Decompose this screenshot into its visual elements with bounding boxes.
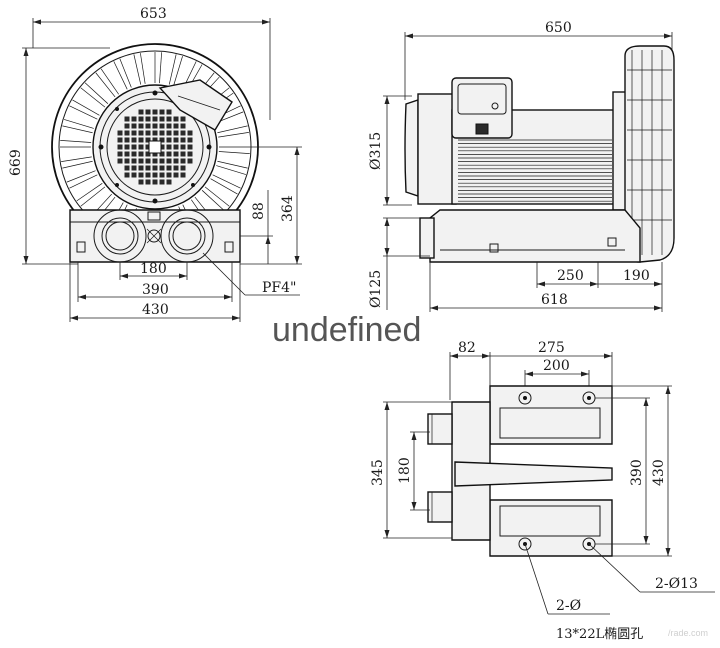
side-view: 650 Ø315 Ø125 (368, 20, 675, 312)
dim-base-length: 618 (541, 292, 568, 308)
dim-base-inner: 390 (142, 282, 169, 298)
dim-port-offset: 82 (458, 340, 476, 356)
callout-holes: 2-Ø13 (655, 576, 698, 592)
corner-watermark: /rade.com (668, 628, 708, 638)
dim-base-height: 88 (251, 202, 267, 220)
side-terminal-box (451, 77, 513, 139)
dim-side-length: 650 (545, 20, 572, 36)
dim-foot-span: 250 (557, 268, 584, 284)
dim-front-height: 669 (8, 149, 24, 176)
callout-slot-count: 2-Ø (556, 598, 581, 614)
watermark-text: undefined (272, 311, 421, 349)
dim-bottom-port-spacing: 180 (397, 457, 413, 484)
dim-center-height: 364 (280, 195, 296, 222)
dim-base-outer: 430 (142, 302, 169, 318)
side-base (429, 209, 641, 263)
dim-foot-offset: 190 (623, 268, 650, 284)
dim-base-width: 430 (651, 459, 667, 486)
bottom-view: 82 275 200 (370, 340, 715, 642)
port-thread-label: PF4" (262, 280, 296, 296)
dim-port-diameter: Ø125 (368, 270, 384, 308)
bottom-port-upper (427, 413, 453, 445)
dim-front-width: 653 (140, 6, 167, 22)
dim-port-spacing: 180 (140, 261, 167, 277)
dim-hole-outer: 275 (538, 340, 565, 356)
dim-hole-span: 390 (629, 459, 645, 486)
dim-motor-diameter: Ø315 (368, 132, 384, 170)
front-base (69, 209, 241, 263)
bottom-port-lower (427, 491, 453, 523)
terminal-box (158, 79, 233, 131)
callout-slot-desc: 13*22L椭圆孔 (556, 626, 643, 642)
dim-hole-inner: 200 (543, 358, 570, 374)
dim-width-outer: 345 (370, 459, 386, 486)
front-view: 653 669 (8, 6, 302, 322)
